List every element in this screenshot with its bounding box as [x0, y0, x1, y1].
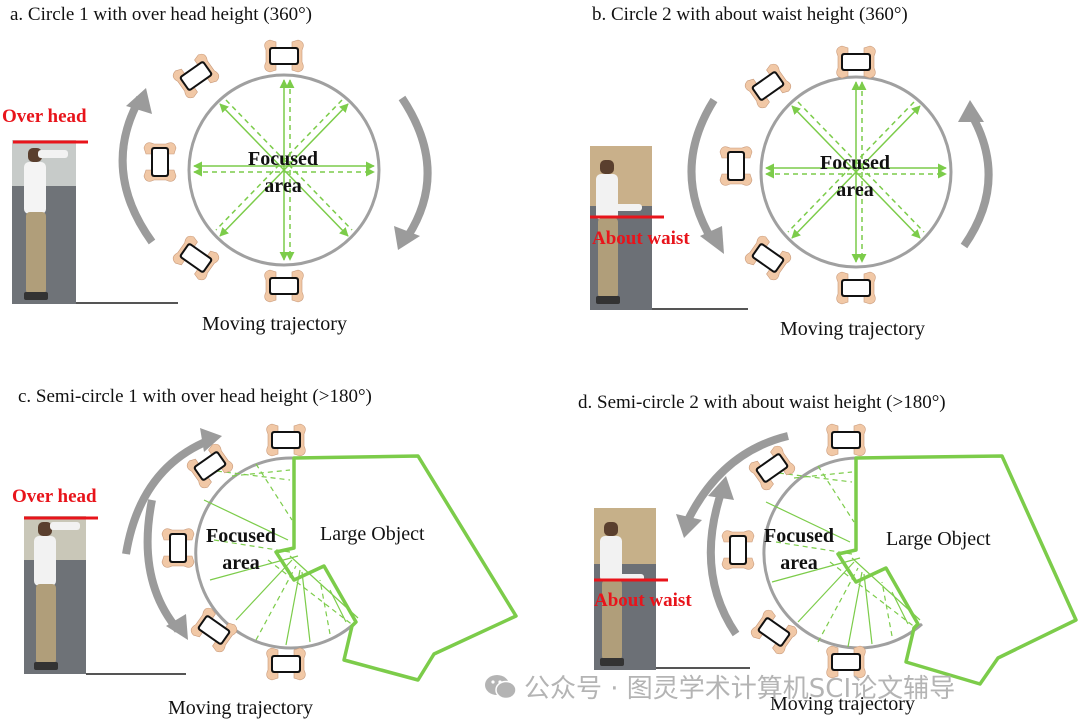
trajectory-circle-a [187, 73, 381, 267]
semi-circle-d [762, 456, 923, 650]
person-photo-a [12, 140, 76, 304]
trajectory-label-d: Moving trajectory [770, 693, 915, 715]
trajectory-arrowhead-right-a [394, 226, 420, 250]
focused-label-line2-b: area [836, 179, 874, 201]
panel-b-title: b. Circle 2 with about waist height (360… [592, 4, 908, 25]
trajectory-arrow-left-a [118, 96, 156, 245]
focused-label-line1-b: Focused [820, 152, 890, 174]
focused-label-line2-d: area [780, 552, 818, 574]
trajectory-arrow-outer-d [684, 432, 789, 522]
about-waist-label-d: About waist [594, 590, 692, 611]
panel-a [12, 39, 432, 304]
panel-d [594, 423, 1078, 686]
trajectory-arrowhead-outer-c [200, 428, 222, 452]
trajectory-label-a: Moving trajectory [202, 313, 347, 335]
camera-rays-a [193, 79, 375, 261]
person-photo-b [590, 146, 652, 310]
person-photo-d [594, 508, 656, 670]
panel-c-title: c. Semi-circle 1 with over head height (… [18, 386, 372, 407]
panel-c [24, 423, 518, 682]
large-object-label-d: Large Object [886, 528, 991, 550]
focused-area-label-d: Focused area [746, 523, 852, 577]
trajectory-arrowhead-inner-c [166, 614, 188, 640]
trajectory-label-b: Moving trajectory [780, 318, 925, 340]
focused-area-label-b: Focused area [802, 150, 908, 204]
semi-circle-c [194, 456, 358, 650]
trajectory-arrow-inner-c [143, 499, 182, 633]
person-photo-c [24, 516, 86, 674]
wechat-icon [485, 674, 517, 699]
trajectory-arrowhead-left-b [700, 226, 724, 254]
large-object-c [274, 454, 518, 682]
focused-label-line1-a: Focused [248, 148, 318, 170]
focused-area-label-a: Focused area [230, 146, 336, 200]
about-waist-label-b: About waist [592, 228, 690, 249]
trajectory-arrow-inner-d [706, 488, 740, 637]
trajectory-arrowhead-outer-d [676, 514, 702, 538]
focused-label-line2-c: area [222, 552, 260, 574]
camera-rays-b [765, 81, 947, 263]
panel-a-title: a. Circle 1 with over head height (360°) [10, 4, 313, 25]
focused-label-line2-a: area [264, 175, 302, 197]
panel-b [590, 45, 993, 310]
watermark-text: 公众号 · 图灵学术计算机SCI论文辅导 [524, 674, 956, 704]
trajectory-arrow-right-b [960, 109, 993, 249]
trajectory-arrowhead-right-b [958, 100, 984, 122]
focused-area-label-c: Focused area [188, 523, 294, 577]
large-object-d [836, 454, 1078, 686]
watermark: 公众号 · 图灵学术计算机SCI论文辅导 [484, 668, 955, 705]
focused-label-line1-d: Focused [764, 525, 834, 547]
trajectory-arrow-left-b [687, 97, 718, 243]
trajectory-arrowhead-inner-d [708, 476, 734, 500]
panel-d-title: d. Semi-circle 2 with about waist height… [578, 392, 946, 413]
trajectory-label-c: Moving trajectory [168, 697, 313, 719]
over-head-label-a: Over head [2, 106, 87, 127]
trajectory-circle-b [759, 75, 953, 269]
over-head-label-c: Over head [12, 486, 97, 507]
trajectory-arrow-right-a [398, 95, 432, 239]
trajectory-arrowhead-left-a [126, 88, 152, 114]
trajectory-arrow-outer-c [122, 436, 212, 555]
large-object-label-c: Large Object [320, 523, 425, 545]
focused-label-line1-c: Focused [206, 525, 276, 547]
